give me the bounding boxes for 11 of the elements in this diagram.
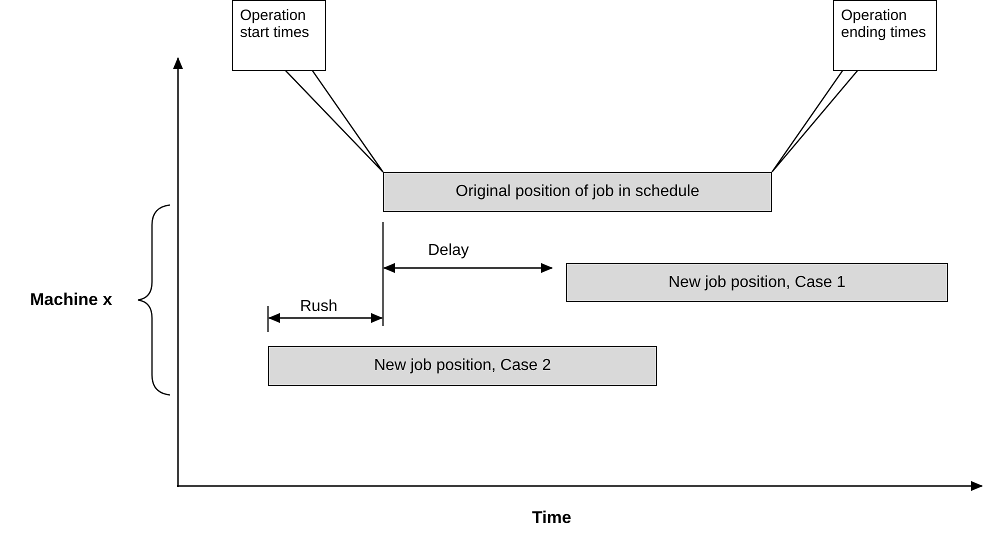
- job-bar: New job position, Case 2: [268, 346, 657, 386]
- callout-pointer: [283, 69, 384, 173]
- dimension-label: Rush: [300, 298, 338, 316]
- callout-box: Operation ending times: [833, 0, 937, 71]
- axis-label: Time: [532, 508, 572, 528]
- callout-box: Operation start times: [232, 0, 326, 71]
- job-bar: New job position, Case 1: [566, 263, 948, 302]
- dimension-label: Delay: [428, 242, 469, 260]
- axis-label: Machine x: [30, 290, 112, 310]
- callout-pointer: [771, 69, 860, 173]
- job-bar: Original position of job in schedule: [383, 172, 772, 212]
